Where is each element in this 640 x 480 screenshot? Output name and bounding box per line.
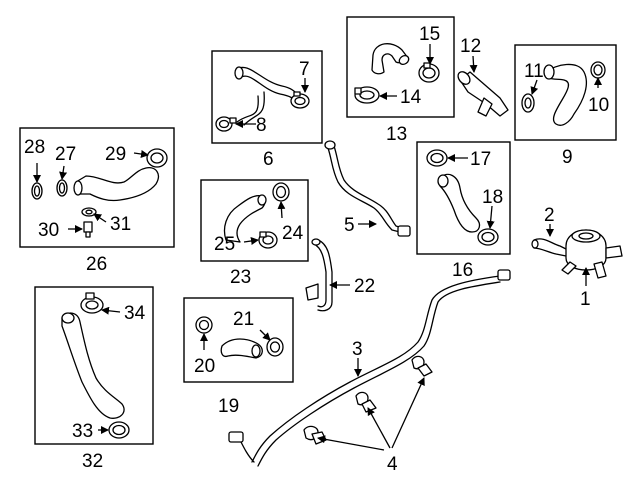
callout-19: 19 — [218, 396, 239, 417]
clip-part-4c — [303, 425, 327, 445]
callout-30: 30 — [38, 220, 59, 241]
group-box-19 — [183, 297, 294, 383]
o-ring-part-10 — [590, 61, 606, 79]
callout-15: 15 — [419, 24, 440, 45]
callout-23: 23 — [230, 267, 251, 288]
group-box-13 — [346, 16, 455, 118]
callout-31: 31 — [110, 214, 131, 235]
callout-1: 1 — [580, 289, 591, 310]
clamp-part-21 — [266, 337, 284, 357]
hose-part-23 — [223, 194, 267, 243]
callout-25: 25 — [214, 234, 235, 255]
clamp-part-25 — [258, 231, 278, 249]
clamp-part-20 — [195, 316, 213, 334]
callout-4: 4 — [387, 454, 398, 475]
callout-5: 5 — [344, 215, 355, 236]
callout-14: 14 — [400, 87, 422, 108]
clamp-part-17 — [426, 149, 448, 167]
hose-part-19 — [220, 338, 263, 359]
hose-line-part-5 — [324, 140, 411, 237]
group-box-23 — [200, 179, 309, 262]
plug-part-30 — [83, 221, 93, 238]
clamp-part-29 — [146, 148, 168, 168]
callout-labels: 1 2 3 4 5 6 7 8 9 10 11 12 13 14 15 16 1… — [24, 24, 609, 475]
clamp-part-8 — [215, 116, 237, 132]
group-box-26 — [19, 127, 175, 248]
callout-6: 6 — [263, 149, 274, 170]
clamp-part-11 — [521, 93, 535, 113]
group-box-9 — [514, 44, 617, 141]
hose-part-16 — [437, 173, 481, 233]
hose-part-26 — [73, 167, 160, 202]
housing-part-1 — [561, 229, 623, 279]
callout-28: 28 — [24, 137, 45, 158]
washer-part-31 — [81, 207, 97, 217]
callout-13: 13 — [386, 124, 407, 145]
callout-18: 18 — [482, 187, 503, 208]
hose-part-2 — [531, 238, 569, 257]
callout-12: 12 — [460, 36, 481, 57]
clamp-part-14 — [354, 86, 380, 104]
connector-part-12 — [457, 71, 509, 117]
clamp-part-7 — [290, 91, 310, 109]
callout-26: 26 — [86, 254, 107, 275]
callout-7: 7 — [299, 59, 310, 80]
o-ring-part-33 — [108, 421, 130, 439]
clip-part-4a — [411, 355, 433, 377]
o-ring-part-28 — [31, 182, 43, 200]
callout-9: 9 — [562, 147, 573, 168]
bracket-pipe-part-22 — [305, 238, 333, 312]
clamp-part-15 — [418, 62, 440, 83]
callout-21: 21 — [233, 309, 254, 330]
group-box-6 — [211, 50, 323, 144]
callout-16: 16 — [452, 260, 473, 281]
callout-17: 17 — [470, 149, 491, 170]
callout-2: 2 — [544, 205, 555, 226]
hose-part-32 — [61, 312, 125, 419]
group-box-32 — [34, 286, 154, 445]
callout-29: 29 — [105, 144, 126, 165]
clamp-part-34 — [80, 292, 104, 314]
callout-3: 3 — [352, 339, 363, 360]
callout-27: 27 — [55, 144, 76, 165]
long-line-part-3 — [228, 269, 511, 467]
clamp-part-18 — [477, 228, 499, 246]
callout-10: 10 — [588, 95, 609, 116]
leader-lines — [33, 44, 602, 451]
callout-8: 8 — [256, 115, 267, 136]
callout-24: 24 — [282, 223, 304, 244]
callout-20: 20 — [194, 356, 215, 377]
callout-32: 32 — [82, 451, 103, 472]
o-ring-part-24 — [272, 182, 290, 202]
callout-11: 11 — [524, 61, 544, 82]
callout-34: 34 — [124, 303, 146, 324]
hose-part-9 — [543, 63, 588, 126]
group-box-16 — [416, 141, 511, 255]
o-ring-part-27 — [56, 179, 68, 197]
callout-22: 22 — [354, 276, 375, 297]
hose-part-13 — [371, 43, 410, 75]
callout-33: 33 — [72, 421, 93, 442]
clip-part-4b — [355, 391, 377, 413]
